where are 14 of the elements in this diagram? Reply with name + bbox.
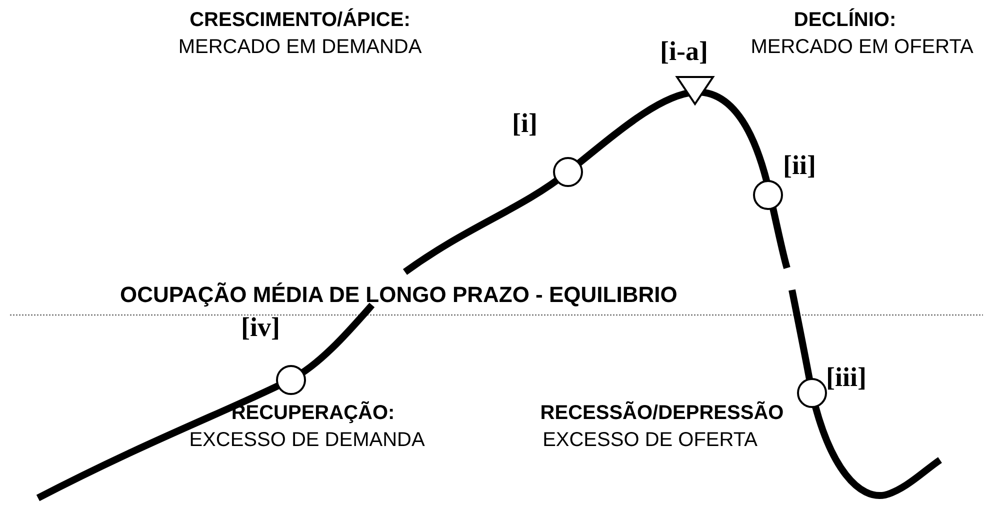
point-label: [i] xyxy=(512,108,538,138)
phase-description: EXCESSO DE OFERTA xyxy=(542,428,758,452)
phase-description: MERCADO EM OFERTA xyxy=(750,35,974,59)
phase-heading: RECESSÃO/DEPRESSÃO xyxy=(540,401,784,425)
phase-heading: DECLÍNIO: xyxy=(794,8,896,32)
point-label: [iii] xyxy=(826,362,866,392)
point-label: [ii] xyxy=(783,150,816,180)
phase-description: EXCESSO DE DEMANDA xyxy=(189,428,425,452)
point-label: [i-a] xyxy=(660,36,708,66)
equilibrium-label: OCUPAÇÃO MÉDIA DE LONGO PRAZO - EQUILIBRIO xyxy=(120,283,678,307)
phase-heading: CRESCIMENTO/ÁPICE: xyxy=(190,8,410,32)
phase-heading: RECUPERAÇÃO: xyxy=(231,401,395,425)
phase-description: MERCADO EM DEMANDA xyxy=(178,35,422,59)
point-label: [iv] xyxy=(241,312,280,342)
